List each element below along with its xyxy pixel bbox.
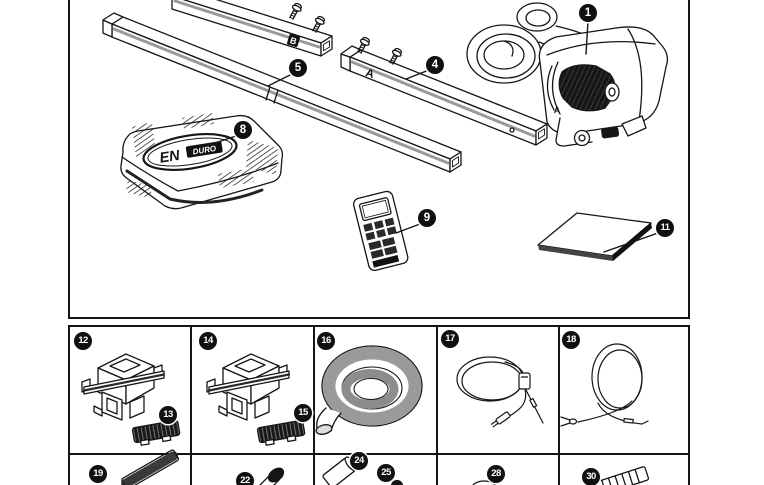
perforated-strap-drawing [594, 466, 650, 485]
manual-drawing [537, 212, 652, 261]
trolley-13-drawing [131, 419, 182, 447]
callout-8: 8 [234, 121, 252, 139]
logo-duro-text: DURO [192, 144, 217, 157]
callout-leaders [205, 20, 659, 253]
switch-cable-drawing [456, 356, 544, 428]
callout-9: 9 [418, 209, 436, 227]
grid-divider-h1 [70, 452, 688, 455]
callout-19: 19 [89, 465, 107, 483]
motor-a-label: A [554, 105, 561, 115]
callout-17: 17 [441, 330, 459, 348]
rail-b-label: B [289, 35, 299, 47]
callout-14: 14 [199, 332, 217, 350]
grid-divider-v1 [190, 327, 192, 485]
capped-bolt-drawing [259, 467, 285, 485]
hose-coil-drawing [315, 345, 423, 435]
callout-12: 12 [74, 332, 92, 350]
callout-5: 5 [289, 59, 307, 77]
callout-1: 1 [579, 4, 597, 22]
remote-control-drawing [352, 190, 409, 272]
grid-divider-v3 [436, 327, 438, 485]
antenna-wire-drawing [560, 343, 649, 427]
bracket-12-drawing [80, 352, 166, 422]
callout-28: 28 [487, 465, 505, 483]
callout-11: 11 [656, 219, 674, 237]
bracket-14-drawing [205, 352, 291, 422]
rail-b-drawing [171, 0, 333, 57]
parts-grid-panel [68, 325, 690, 485]
motor-unit-drawing [538, 26, 669, 147]
rail-a-drawing [340, 35, 548, 146]
logo-en-text: EN [158, 148, 181, 167]
trolley-15-drawing [256, 419, 307, 447]
main-diagram-panel [68, 0, 690, 319]
callout-18: 18 [562, 331, 580, 349]
callout-16: 16 [317, 332, 335, 350]
callout-25: 25 [377, 464, 395, 482]
fastener-28-drawing [472, 480, 496, 485]
grid-divider-v2 [313, 327, 315, 485]
cover-drawing [120, 113, 284, 210]
fastener-25-drawing [390, 479, 404, 485]
callout-4: 4 [426, 56, 444, 74]
threaded-rod-drawing [121, 449, 180, 485]
callout-13: 13 [159, 406, 177, 424]
grid-divider-v4 [558, 327, 560, 485]
rail-a-label: A [364, 67, 375, 81]
callout-30: 30 [582, 468, 600, 485]
callout-24: 24 [350, 452, 368, 470]
rail-assembled-drawing [102, 12, 462, 173]
callout-15: 15 [294, 404, 312, 422]
callout-22: 22 [236, 472, 254, 485]
